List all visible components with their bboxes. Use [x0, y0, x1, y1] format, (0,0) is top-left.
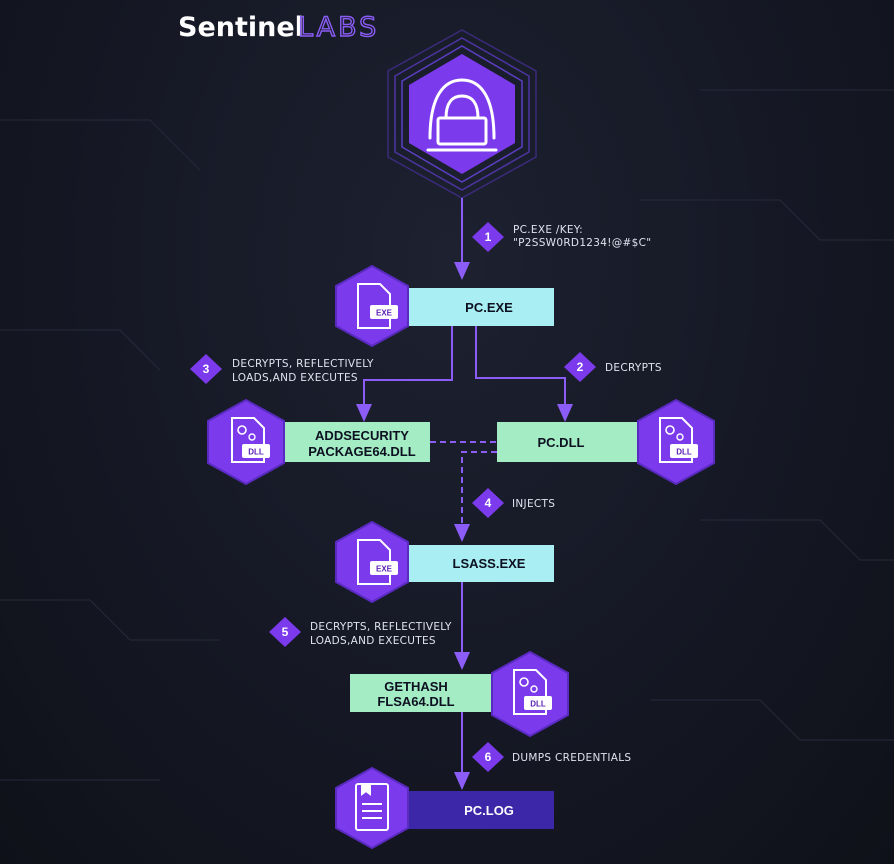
lsass-exe-label: LSASS.EXE	[453, 556, 526, 571]
pc-exe-node: EXE PC.EXE	[335, 264, 554, 348]
step-4-number: 4	[485, 496, 492, 510]
step-4-label-line1: INJECTS	[512, 498, 555, 510]
addsecurity-dll-label-line1: ADDSECURITY	[315, 428, 409, 443]
step-6-badge	[472, 742, 504, 772]
logo-sentinel-text: Sentinel	[178, 12, 304, 43]
sentinel-labs-logo: Sentinel LABS	[178, 11, 379, 43]
pc-dll-node: DLL PC.DLL	[497, 398, 715, 486]
addsecurity-dll-node: DLL ADDSECURITY PACKAGE64.DLL	[207, 398, 430, 486]
step-6-label-line1: DUMPS CREDENTIALS	[512, 752, 631, 764]
gethash-dll-node: DLL GETHASH FLSA64.DLL	[350, 650, 569, 738]
step-5-label-line2: LOADS,AND EXECUTES	[310, 635, 436, 647]
step-1-badge	[472, 222, 504, 252]
step-5-number: 5	[282, 625, 289, 639]
exe-file-icon: EXE	[357, 283, 398, 329]
step-5-annotation: 5 DECRYPTS, REFLECTIVELY LOADS,AND EXECU…	[269, 617, 452, 647]
gethash-dll-box	[350, 674, 500, 712]
logo-labs-text: LABS	[298, 12, 379, 43]
step-3-badge	[190, 354, 222, 384]
exe-tag-text: EXE	[376, 565, 393, 574]
step-3-label-line2: LOADS,AND EXECUTES	[232, 372, 358, 384]
dll-file-icon: DLL	[659, 417, 698, 463]
log-document-icon	[355, 783, 389, 831]
pc-log-node: PC.LOG	[335, 766, 554, 850]
step-3-label-line1: DECRYPTS, REFLECTIVELY	[232, 358, 374, 370]
pc-exe-box	[405, 288, 554, 326]
step-4-annotation: 4 INJECTS	[472, 488, 555, 518]
step-2-badge	[564, 352, 596, 382]
step-3-number: 3	[203, 362, 210, 376]
dll-file-icon: DLL	[513, 669, 552, 715]
dll-tag-text: DLL	[248, 448, 264, 457]
dll-file-icon: DLL	[231, 417, 270, 463]
addsecurity-dll-box	[274, 422, 430, 462]
step-1-label-line1: PC.EXE /KEY:	[513, 224, 583, 236]
connectors	[356, 198, 573, 790]
exe-file-icon: EXE	[357, 539, 398, 585]
step-2-label-line1: DECRYPTS	[605, 362, 662, 374]
step-5-badge	[269, 617, 301, 647]
background-circuit-lines	[0, 89, 894, 781]
pc-dll-label: PC.DLL	[538, 435, 585, 450]
step-3-annotation: 3 DECRYPTS, REFLECTIVELY LOADS,AND EXECU…	[190, 354, 374, 384]
step-5-label-line1: DECRYPTS, REFLECTIVELY	[310, 621, 452, 633]
dll-tag-text: DLL	[676, 448, 692, 457]
lsass-exe-node: EXE LSASS.EXE	[335, 520, 554, 604]
step-1-label-line2: "P2SSW0RD1234!@#$C"	[513, 237, 651, 249]
gethash-dll-label-line1: GETHASH	[384, 679, 448, 694]
addsecurity-dll-label-line2: PACKAGE64.DLL	[308, 444, 415, 459]
step-1-annotation: 1 PC.EXE /KEY: "P2SSW0RD1234!@#$C"	[472, 222, 651, 252]
step-1-number: 1	[485, 230, 492, 244]
pc-log-label: PC.LOG	[464, 803, 514, 818]
exe-tag-text: EXE	[376, 309, 393, 318]
attacker-node	[387, 29, 537, 199]
step-2-annotation: 2 DECRYPTS	[564, 352, 662, 382]
pc-exe-label: PC.EXE	[465, 300, 513, 315]
dll-tag-text: DLL	[530, 700, 546, 709]
lsass-exe-box	[405, 545, 554, 582]
step-6-annotation: 6 DUMPS CREDENTIALS	[472, 742, 631, 772]
gethash-dll-label-line2: FLSA64.DLL	[377, 694, 454, 709]
pc-dll-box	[497, 422, 637, 462]
step-6-number: 6	[485, 750, 492, 764]
step-4-badge	[472, 488, 504, 518]
hacker-icon	[426, 78, 498, 152]
pc-log-box	[405, 791, 554, 829]
step-2-number: 2	[577, 360, 584, 374]
